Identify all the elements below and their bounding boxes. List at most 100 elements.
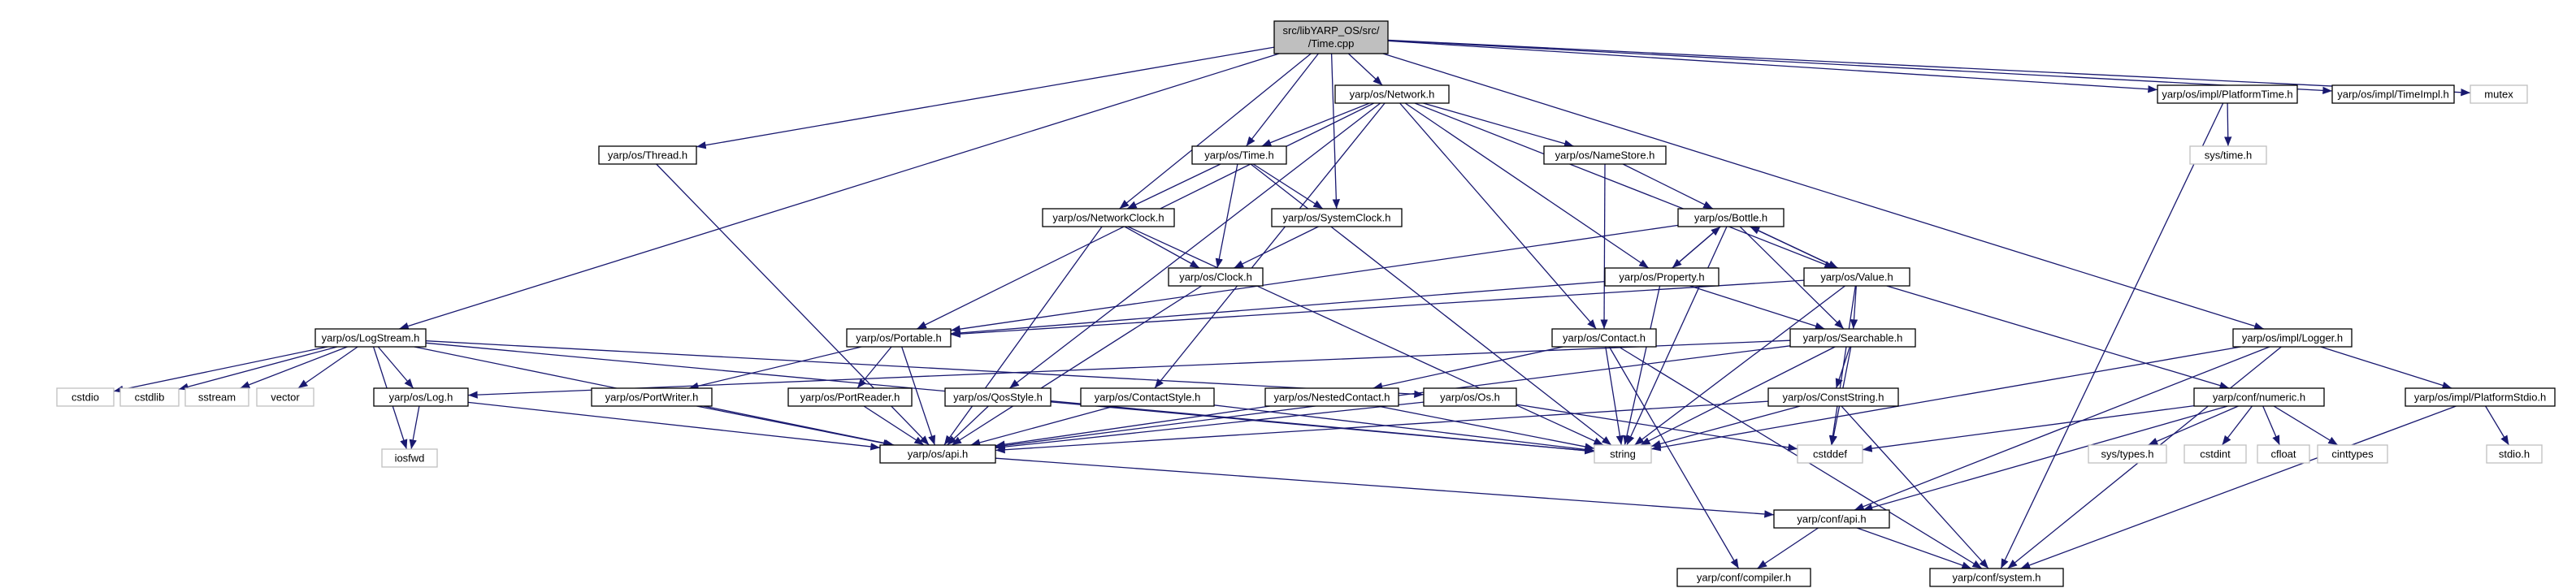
node-impl-platformstdio[interactable]: yarp/os/impl/PlatformStdio.h <box>2405 387 2556 407</box>
edge-portable-to-portwriter <box>688 346 862 390</box>
node-property[interactable]: yarp/os/Property.h <box>1604 267 1720 287</box>
edge-contactstyle-to-string <box>1213 404 1595 454</box>
node-cstdio[interactable]: cstdio <box>56 387 115 407</box>
node-label: yarp/os/Log.h <box>389 391 453 404</box>
node-systemclock[interactable]: yarp/os/SystemClock.h <box>1271 208 1403 227</box>
node-root[interactable]: src/libYARP_OS/src//Time.cpp <box>1273 20 1389 54</box>
node-label: cstdio <box>72 391 99 404</box>
node-cfloat[interactable]: cfloat <box>2257 444 2310 464</box>
node-portable[interactable]: yarp/os/Portable.h <box>846 328 952 348</box>
node-namestore[interactable]: yarp/os/NameStore.h <box>1543 145 1667 165</box>
edge-networkclock-to-api <box>943 226 1103 446</box>
node-impl-platformtime[interactable]: yarp/os/impl/PlatformTime.h <box>2157 84 2298 104</box>
edge-impl_logger-to-string <box>1650 346 2241 452</box>
edge-bottle-to-searchable <box>1739 226 1845 330</box>
node-portwriter[interactable]: yarp/os/PortWriter.h <box>591 387 713 407</box>
node-conf-system[interactable]: yarp/conf/system.h <box>1929 568 2064 587</box>
node-label: yarp/os/Time.h <box>1204 149 1274 162</box>
node-label: sstream <box>198 391 236 404</box>
node-mutex[interactable]: mutex <box>2470 84 2528 104</box>
edge-conf_numeric-to-cstddef <box>1862 404 2195 452</box>
node-label: yarp/os/Thread.h <box>608 149 687 162</box>
node-contact[interactable]: yarp/os/Contact.h <box>1551 328 1657 348</box>
edge-searchable-to-log <box>467 339 1791 399</box>
node-label: yarp/conf/numeric.h <box>2213 391 2305 404</box>
edge-network-to-contact <box>1399 102 1597 330</box>
node-portreader[interactable]: yarp/os/PortReader.h <box>787 387 913 407</box>
edge-network-to-value <box>1414 102 1835 269</box>
edge-logstream-to-log <box>377 346 414 389</box>
edge-root-to-impl_platformtime <box>1387 40 2158 93</box>
edge-property-to-portable <box>950 280 1606 337</box>
node-sstream[interactable]: sstream <box>184 387 249 407</box>
node-box <box>2470 84 2528 104</box>
node-logstream[interactable]: yarp/os/LogStream.h <box>314 328 427 348</box>
node-conststring[interactable]: yarp/os/ConstString.h <box>1767 387 1899 407</box>
node-sys-time[interactable]: sys/time.h <box>2189 145 2267 165</box>
edge-value-to-string <box>1634 285 1845 446</box>
edge-value-to-bottle <box>1750 226 1838 269</box>
edge-property-to-string <box>1623 285 1661 446</box>
node-sys-types[interactable]: sys/types.h <box>2088 444 2167 464</box>
node-searchable[interactable]: yarp/os/Searchable.h <box>1789 328 1916 348</box>
node-thread[interactable]: yarp/os/Thread.h <box>598 145 697 165</box>
node-cstddef[interactable]: cstddef <box>1797 444 1863 464</box>
edge-network-to-time <box>1261 102 1370 147</box>
edge-time-to-systemclock <box>1252 163 1324 210</box>
node-label: vector <box>271 391 300 404</box>
node-box <box>846 328 952 348</box>
edge-value-to-conf_numeric <box>1886 285 2230 390</box>
edge-api-to-conf_api <box>995 457 1775 518</box>
edge-nestedcontact-to-api <box>995 405 1270 448</box>
node-impl-logger[interactable]: yarp/os/impl/Logger.h <box>2232 328 2353 348</box>
node-box <box>119 387 180 407</box>
node-label: cstdint <box>2200 448 2231 460</box>
node-impl-timeimpl[interactable]: yarp/os/impl/TimeImpl.h <box>2331 84 2455 104</box>
node-stdio[interactable]: stdio.h <box>2486 444 2543 464</box>
node-log[interactable]: yarp/os/Log.h <box>373 387 469 407</box>
node-contactstyle[interactable]: yarp/os/ContactStyle.h <box>1080 387 1215 407</box>
root-label-line: /Time.cpp <box>1308 37 1355 50</box>
node-bottle[interactable]: yarp/os/Bottle.h <box>1677 208 1785 227</box>
node-label: iosfwd <box>395 452 425 465</box>
node-cstdlib[interactable]: cstdlib <box>119 387 180 407</box>
node-label: sys/time.h <box>2205 149 2253 162</box>
node-api[interactable]: yarp/os/api.h <box>879 444 996 464</box>
node-string[interactable]: string <box>1594 444 1652 464</box>
node-nestedcontact[interactable]: yarp/os/NestedContact.h <box>1264 387 1399 407</box>
node-vector[interactable]: vector <box>256 387 314 407</box>
edge-network-to-namestore <box>1423 102 1574 148</box>
node-conf-numeric[interactable]: yarp/conf/numeric.h <box>2193 387 2325 407</box>
edge-conststring-to-conf_system <box>1841 405 1989 569</box>
node-label: yarp/os/Clock.h <box>1179 271 1252 283</box>
edge-time-to-string <box>1250 163 1612 446</box>
node-time[interactable]: yarp/os/Time.h <box>1191 145 1287 165</box>
edge-root-to-systemclock <box>1330 53 1340 210</box>
node-box <box>1677 208 1785 227</box>
node-box <box>1264 387 1399 407</box>
edge-searchable-to-string <box>1640 346 1836 446</box>
node-cstdint[interactable]: cstdint <box>2184 444 2247 464</box>
node-conf-api[interactable]: yarp/conf/api.h <box>1773 509 1890 529</box>
node-cinttypes[interactable]: cinttypes <box>2317 444 2388 464</box>
edge-conf_numeric-to-cfloat <box>2262 405 2280 446</box>
edge-portreader-to-api <box>863 405 925 446</box>
node-qosstyle[interactable]: yarp/os/QosStyle.h <box>944 387 1052 407</box>
edge-namestore-to-contact <box>1600 163 1608 330</box>
node-networkclock[interactable]: yarp/os/NetworkClock.h <box>1042 208 1175 227</box>
node-label: yarp/os/api.h <box>908 448 968 460</box>
node-clock[interactable]: yarp/os/Clock.h <box>1168 267 1264 287</box>
node-label: yarp/os/LogStream.h <box>322 332 420 344</box>
edge-searchable-to-conststring <box>1835 346 1851 389</box>
edge-conf_numeric-to-conf_api <box>1863 405 2228 512</box>
node-conf-compiler[interactable]: yarp/conf/compiler.h <box>1676 568 1811 587</box>
node-value[interactable]: yarp/os/Value.h <box>1803 267 1910 287</box>
edge-impl_logger-to-impl_platformstdio <box>2320 346 2452 389</box>
node-box <box>2257 444 2310 464</box>
node-label: yarp/os/ContactStyle.h <box>1095 391 1201 404</box>
node-os[interactable]: yarp/os/Os.h <box>1423 387 1517 407</box>
edge-bottle-to-string <box>1626 226 1728 446</box>
node-network[interactable]: yarp/os/Network.h <box>1334 84 1450 104</box>
node-label: yarp/os/impl/TimeImpl.h <box>2337 89 2449 101</box>
node-iosfwd[interactable]: iosfwd <box>381 448 438 468</box>
